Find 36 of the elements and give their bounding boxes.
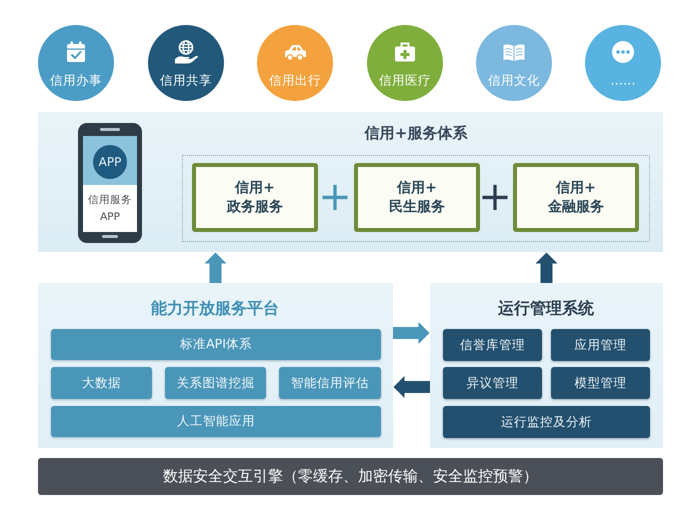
module-box: 关系图谱挖掘: [165, 367, 266, 399]
category-label: 信用医疗: [379, 72, 431, 88]
app-circle: APP: [93, 145, 127, 179]
service-panel: [38, 112, 663, 252]
category-label: 信用办事: [50, 72, 102, 88]
arrow: [393, 322, 430, 344]
panel-heading: 运行管理系统: [498, 298, 594, 318]
arrow: [204, 252, 226, 283]
system-panel: [430, 283, 663, 448]
module-box: 人工智能应用: [51, 406, 381, 437]
engine-bar: 数据安全交互引擎（零缓存、加密传输、安全监控预警）: [38, 458, 663, 495]
module-box: 智能信用评估: [279, 367, 381, 399]
category-label: 信用共享: [160, 72, 212, 88]
dotted-frame: [182, 155, 650, 242]
plus-sign: +: [478, 182, 512, 212]
service-box: 信用+ 金融服务: [513, 163, 639, 232]
category-label: 信用文化: [488, 72, 540, 88]
module-box: 应用管理: [551, 329, 650, 361]
arrow: [394, 376, 430, 398]
module-box: 运行监控及分析: [443, 406, 650, 438]
module-box: 信誉库管理: [443, 329, 542, 361]
panel-heading: 能力开放服务平台: [151, 298, 279, 318]
phone: [78, 123, 142, 243]
module-box: 大数据: [51, 367, 152, 399]
platform-panel: [38, 283, 393, 448]
service-box: 信用+ 民生服务: [354, 163, 480, 232]
module-box: 模型管理: [551, 367, 650, 399]
arrow: [536, 252, 558, 283]
plus-sign: +: [318, 182, 352, 212]
module-box: 异议管理: [443, 367, 542, 399]
app-caption: 信用服务 APP: [88, 193, 132, 225]
category-label: 信用出行: [269, 72, 321, 88]
service-box: 信用+ 政务服务: [192, 163, 318, 232]
category-label: ……: [610, 72, 636, 88]
panel-heading: 信用+服务体系: [364, 124, 468, 142]
module-box: 标准API体系: [51, 329, 381, 360]
